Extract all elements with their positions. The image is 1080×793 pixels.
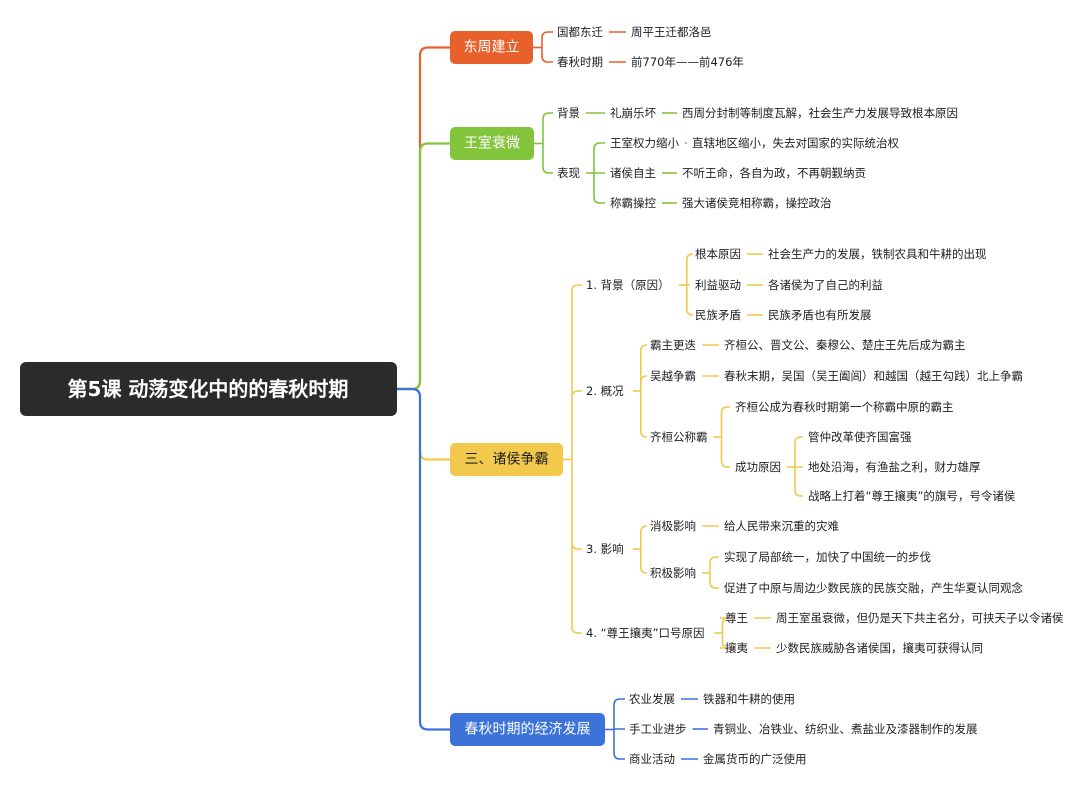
root-title: 第5课 动荡变化中的的春秋时期	[68, 377, 349, 401]
subtopic-label: 春秋时期	[557, 55, 603, 69]
branch-3: 三、诸侯争霸 1. 背景（原因） 根本原因 社会生产力的发展，铁制农具和牛耕的出现利益…	[397, 247, 1064, 655]
topic-box	[450, 443, 563, 476]
detail-label: 实现了局部统一，加快了中国统一的步伐	[724, 550, 931, 564]
detail-label: 礼崩乐坏	[610, 106, 656, 120]
connector-bracket	[720, 617, 729, 649]
connector-bracket	[709, 556, 719, 589]
root-node-box	[20, 362, 397, 416]
topic-label: 东周建立	[464, 40, 520, 56]
topic-label: 三、诸侯争霸	[465, 452, 549, 468]
detail-label: 尊王	[725, 611, 748, 625]
detail-label: 诸侯自主	[610, 166, 656, 180]
detail-label: 成功原因	[735, 460, 781, 474]
connector-bracket	[794, 436, 803, 497]
topic-node-3[interactable]: 三、诸侯争霸	[450, 443, 563, 476]
branch-connector	[397, 387, 450, 461]
subtopic-label: 4. “尊王攘夷”口号原因	[586, 626, 705, 640]
detail-label: 民族矛盾	[695, 308, 741, 322]
connector-bracket	[593, 142, 605, 204]
subtopic-label: 1. 背景（原因）	[586, 278, 670, 292]
subtopic-label: 农业发展	[629, 692, 675, 706]
detail-label: 齐桓公成为春秋时期第一个称霸中原的霸主	[735, 400, 954, 414]
subtopic-label: 手工业进步	[629, 722, 687, 736]
root-node[interactable]: 第5课 动荡变化中的的春秋时期	[20, 362, 397, 416]
connector-bracket	[613, 698, 625, 760]
topic-label: 王室衰微	[464, 135, 520, 152]
branch-connector	[397, 387, 450, 731]
detail-label: 战略上打着“尊王攘夷”的旗号，号令诸侯	[808, 489, 1016, 503]
connector-bracket	[720, 406, 730, 468]
detail-label: 霸主更迭	[650, 338, 696, 352]
topic-node-4[interactable]: 春秋时期的经济发展	[450, 713, 605, 746]
detail-label: 给人民带来沉重的灾难	[724, 519, 839, 533]
detail-label: 青铜业、冶铁业、纺织业、煮盐业及漆器制作的发展	[713, 722, 978, 736]
connector-bracket	[640, 344, 647, 438]
detail-label: 促进了中原与周边少数民族的民族交融，产生华夏认同观念	[724, 581, 1023, 595]
detail-label: 不听王命，各自为政，不再朝觐纳贡	[682, 166, 866, 180]
detail-label: 吴越争霸	[650, 369, 696, 383]
topic-node-1[interactable]: 东周建立	[450, 31, 533, 64]
topic-label: 春秋时期的经济发展	[465, 722, 591, 738]
detail-label: 消极影响	[650, 519, 696, 533]
detail-label: 铁器和牛耕的使用	[703, 692, 795, 706]
detail-label: 强大诸侯竞相称霸，操控政治	[682, 196, 832, 210]
detail-label: 春秋末期，吴国（吴王阖闾）和越国（越王勾践）北上争霸	[724, 369, 1023, 383]
detail-label: 根本原因	[695, 247, 741, 261]
detail-label: 民族矛盾也有所发展	[768, 308, 872, 322]
connector-bracket	[640, 525, 647, 574]
branch-connector	[397, 142, 450, 391]
topic-box	[450, 31, 533, 64]
subtopic-label: 商业活动	[629, 752, 675, 766]
connector-bracket	[686, 253, 693, 316]
detail-label: 周平王迁都洛邑	[631, 25, 712, 39]
subtopic-label: 2. 概况	[586, 384, 624, 398]
connector-bracket	[571, 284, 582, 634]
detail-label: 积极影响	[650, 566, 696, 580]
detail-label: 齐桓公、晋文公、秦穆公、楚庄王先后成为霸主	[724, 338, 966, 352]
connector-bracket	[542, 112, 553, 174]
detail-label: 各诸侯为了自己的利益	[768, 278, 883, 292]
detail-label: 利益驱动	[695, 278, 741, 292]
detail-label: 王室权力缩小	[610, 136, 679, 150]
detail-label: 金属货币的广泛使用	[703, 752, 807, 766]
branch-connector	[397, 46, 450, 391]
subtopic-label: 背景	[557, 106, 580, 120]
topic-node-2[interactable]: 王室衰微	[450, 127, 534, 160]
connector-bracket	[541, 31, 553, 63]
detail-label: 周王室虽衰微，但仍是天下共主名分，可挟天子以令诸侯	[776, 611, 1064, 625]
subtopic-label: 表现	[557, 166, 580, 180]
detail-label: 直辖地区缩小，失去对国家的实际统治权	[692, 136, 899, 150]
topic-box	[450, 713, 605, 746]
detail-label: 社会生产力的发展，铁制农具和牛耕的出现	[768, 247, 987, 261]
subtopic-label: 国都东迁	[557, 25, 603, 39]
detail-label: 前770年——前476年	[631, 55, 744, 69]
detail-label: 称霸操控	[610, 196, 656, 210]
detail-label: 管仲改革使齐国富强	[808, 430, 912, 444]
topic-box	[450, 127, 534, 160]
detail-label: 地处沿海，有渔盐之利，财力雄厚	[808, 460, 981, 474]
detail-label: 少数民族威胁各诸侯国，攘夷可获得认同	[776, 641, 983, 655]
detail-label: 齐桓公称霸	[650, 430, 708, 444]
subtopic-label: 3. 影响	[586, 542, 624, 556]
detail-label: 攘夷	[725, 641, 748, 655]
detail-label: 西周分封制等制度瓦解，社会生产力发展导致根本原因	[682, 106, 958, 120]
